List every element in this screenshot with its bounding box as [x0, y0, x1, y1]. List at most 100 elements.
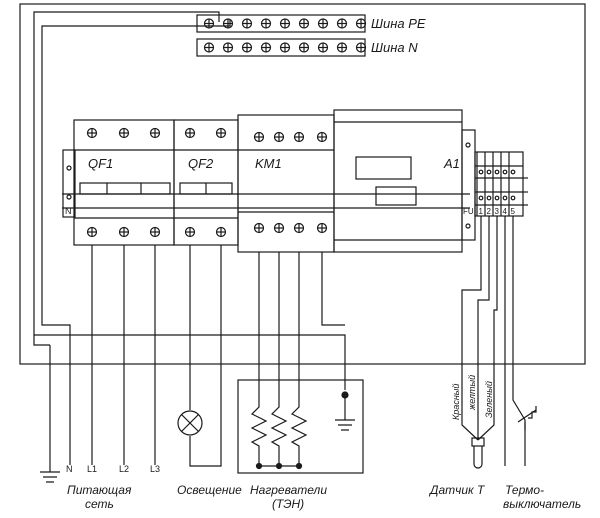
screw-icon	[203, 42, 215, 53]
pe-bus-wire	[33, 11, 346, 390]
terminal-screw-icon	[510, 195, 516, 201]
wire-label-n: N	[66, 464, 73, 474]
terminal-screw-icon	[502, 195, 508, 201]
sensor-wire-red	[461, 216, 482, 441]
caption-heaters-line2: (ТЭН)	[272, 497, 304, 511]
n-bus-wire	[50, 22, 229, 335]
sensor-wire-green	[477, 216, 498, 441]
pe-bus: Шина PE	[196, 14, 426, 33]
screw-icon	[86, 127, 98, 139]
lamp-symbol	[177, 410, 203, 436]
n-bus: Шина N	[196, 38, 418, 57]
screw-icon	[241, 42, 253, 53]
km1-label: KM1	[255, 156, 282, 171]
screw-icon	[149, 127, 161, 139]
screw-icon	[184, 127, 196, 139]
n-terminal-label: N	[65, 206, 72, 216]
a1-display-bottom	[375, 186, 417, 206]
screw-icon	[317, 18, 329, 29]
heater-wires	[258, 252, 345, 395]
a1-label: A1	[443, 156, 460, 171]
screw-icon	[317, 42, 329, 53]
heaters-box	[237, 379, 364, 474]
a1-bracket: FU	[461, 129, 476, 241]
screw-icon	[293, 131, 305, 143]
screw-icon	[355, 18, 367, 29]
terminal-screw-icon	[478, 195, 484, 201]
n-bus-label: Шина N	[371, 40, 418, 55]
screw-icon	[260, 42, 272, 53]
wire-label-l1: L1	[87, 464, 97, 474]
screw-icon	[222, 18, 234, 29]
terminal-screw-icon	[510, 169, 516, 175]
screw-icon	[336, 18, 348, 29]
lighting-wire	[189, 245, 222, 467]
screw-icon	[222, 42, 234, 53]
screw-icon	[184, 226, 196, 238]
terminal-number: 5	[511, 207, 516, 216]
caption-thermo-line1: Термо-	[505, 483, 544, 497]
screw-icon	[279, 18, 291, 29]
wire-label-l3: L3	[150, 464, 160, 474]
screw-icon	[241, 18, 253, 29]
n-bus-wire-route	[41, 20, 231, 465]
screw-icon	[215, 127, 227, 139]
caption-sensor: Датчик Т	[428, 483, 486, 497]
terminal-screw-icon	[502, 169, 508, 175]
enclosure	[19, 3, 586, 365]
screw-icon	[279, 42, 291, 53]
screw-icon	[253, 131, 265, 143]
screw-icon	[298, 18, 310, 29]
screw-icon	[203, 18, 215, 29]
screw-icon	[118, 226, 130, 238]
a1-display-top	[355, 156, 412, 180]
wire-label-l2: L2	[119, 464, 129, 474]
screw-icon	[293, 222, 305, 234]
screw-icon	[273, 131, 285, 143]
terminal-screw-icon	[486, 195, 492, 201]
caption-supply-line2: сеть	[85, 497, 114, 511]
screw-icon	[253, 222, 265, 234]
screw-icon	[260, 18, 272, 29]
terminal-number: 3	[495, 207, 500, 216]
terminal-number: 1	[479, 207, 484, 216]
terminal-number: 2	[487, 207, 492, 216]
caption-thermo-line2: выключатель	[503, 497, 581, 511]
screw-icon	[118, 127, 130, 139]
sensor-wire-label-red: Красный	[451, 384, 461, 420]
screw-icon	[298, 42, 310, 53]
caption-lighting: Освещение	[177, 483, 242, 497]
qf2-breaker: QF2	[173, 119, 239, 246]
fu-label: FU	[463, 207, 474, 216]
screw-icon	[215, 226, 227, 238]
sensor-probe-icon	[471, 437, 485, 469]
pe-bus-label: Шина PE	[371, 16, 426, 31]
sensor-wire-yellow	[477, 216, 490, 440]
terminal-screw-icon	[494, 195, 500, 201]
screw-icon	[316, 222, 328, 234]
terminal-screw-icon	[494, 169, 500, 175]
screw-icon	[273, 222, 285, 234]
terminal-number: 4	[503, 207, 508, 216]
terminal-screw-icon	[486, 169, 492, 175]
thermo-switch-icon	[517, 406, 537, 430]
screw-icon	[86, 226, 98, 238]
km1-contactor: KM1	[237, 114, 335, 253]
terminal-screw-icon	[478, 169, 484, 175]
heater-ground-icon	[335, 398, 355, 431]
screw-icon	[316, 131, 328, 143]
caption-heaters-line1: Нагреватели	[250, 483, 327, 497]
sensor-wire-label-yellow: желтый	[467, 375, 477, 411]
qf2-label: QF2	[188, 156, 214, 171]
sensor-wire-label-green: Зеленый	[484, 381, 494, 418]
a1-controller: A1	[333, 109, 463, 253]
thermo-wire-b	[512, 216, 526, 466]
qf1-breaker: QF1	[73, 119, 175, 246]
caption-supply-line1: Питающая	[67, 483, 132, 497]
supply-ground-icon	[40, 465, 60, 483]
n-terminal: N	[62, 149, 76, 218]
screw-icon	[355, 42, 367, 53]
screw-icon	[149, 226, 161, 238]
